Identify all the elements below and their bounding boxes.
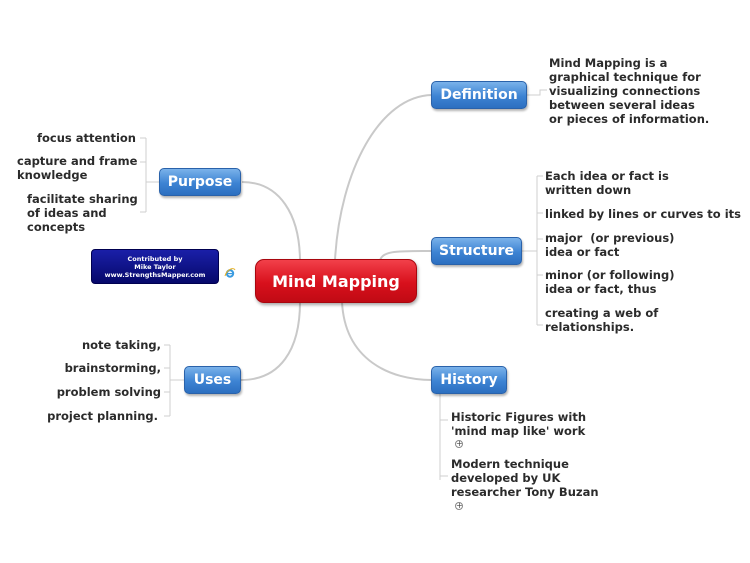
purpose-item-focus: focus attention xyxy=(36,131,136,145)
history-item-modern-technique: Modern technique developed by UK researc… xyxy=(451,457,599,499)
purpose-item-capture: capture and frame knowledge xyxy=(17,154,138,182)
central-topic[interactable]: Mind Mapping xyxy=(255,259,417,303)
topic-uses[interactable]: Uses xyxy=(184,366,241,394)
definition-text: Mind Mapping is a graphical technique fo… xyxy=(549,56,710,126)
expand-plus-icon[interactable]: + xyxy=(455,439,463,448)
history-item-historic-figures: Historic Figures with 'mind map like' wo… xyxy=(451,410,587,438)
structure-item-web: creating a web of relationships. xyxy=(545,306,659,334)
badge-line-1: Contributed by xyxy=(127,255,183,263)
internet-explorer-icon[interactable] xyxy=(224,267,236,279)
topic-history[interactable]: History xyxy=(431,366,507,394)
contributor-badge[interactable]: Contributed by Mike Taylor www.Strengths… xyxy=(91,249,219,284)
structure-item-minor: minor (or following) idea or fact, thus xyxy=(545,268,675,296)
structure-item-idea: Each idea or fact is written down xyxy=(545,169,669,197)
uses-item-problem-solving: problem solving xyxy=(56,385,161,399)
uses-item-note-taking: note taking, xyxy=(81,338,161,352)
badge-line-3: www.StrengthsMapper.com xyxy=(104,271,206,279)
topic-definition[interactable]: Definition xyxy=(431,81,527,109)
expand-plus-icon[interactable]: + xyxy=(455,501,463,510)
badge-line-2: Mike Taylor xyxy=(134,263,176,271)
structure-item-major: major (or previous) idea or fact xyxy=(545,231,675,259)
topic-purpose[interactable]: Purpose xyxy=(159,168,241,196)
uses-item-project-planning: project planning. xyxy=(47,409,158,423)
uses-item-brainstorming: brainstorming, xyxy=(64,361,161,375)
purpose-item-facilitate: facilitate sharing of ideas and concepts xyxy=(27,192,138,234)
structure-item-linked: linked by lines or curves to its xyxy=(545,207,741,221)
topic-structure[interactable]: Structure xyxy=(431,237,522,265)
